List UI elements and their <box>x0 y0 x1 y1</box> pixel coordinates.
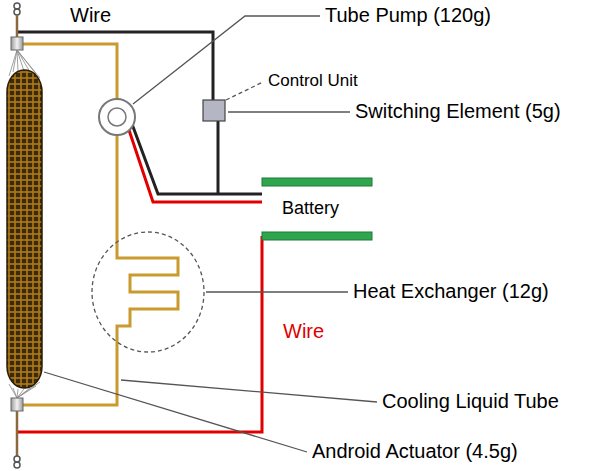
wire-label: Wire <box>283 320 324 343</box>
part-label: Tube Pump (120g) <box>325 4 491 27</box>
terminal-rod <box>16 15 19 37</box>
cooling-tube <box>23 135 178 405</box>
part-label: Android Actuator (4.5g) <box>312 440 518 463</box>
part-label: Heat Exchanger (12g) <box>353 280 549 303</box>
part-label: Switching Element (5g) <box>355 100 561 123</box>
switch-wire <box>217 121 220 194</box>
pump-wire <box>129 130 262 202</box>
part-label: Cooling Liquid Tube <box>382 390 559 413</box>
heat-exchanger-outline <box>92 232 204 352</box>
part-label: Battery <box>282 198 339 219</box>
terminal-loop <box>14 3 20 9</box>
terminal-loop <box>14 456 20 462</box>
part-label: Control Unit <box>268 71 358 91</box>
pump-wire <box>132 124 262 194</box>
android-actuator <box>7 70 42 388</box>
tube-pump <box>99 99 135 135</box>
battery-plate <box>262 178 372 186</box>
connector <box>11 398 23 411</box>
terminal-loop <box>14 9 20 15</box>
terminal-loop <box>14 462 20 468</box>
wire-label: Wire <box>70 4 111 27</box>
terminal-rod <box>16 411 19 456</box>
red-wire <box>17 236 262 432</box>
switching-element <box>203 100 225 121</box>
battery-plate <box>262 232 372 240</box>
connector <box>11 37 23 50</box>
tube-pump <box>108 108 126 126</box>
black-wire <box>17 32 213 100</box>
leader-lines <box>44 16 377 452</box>
